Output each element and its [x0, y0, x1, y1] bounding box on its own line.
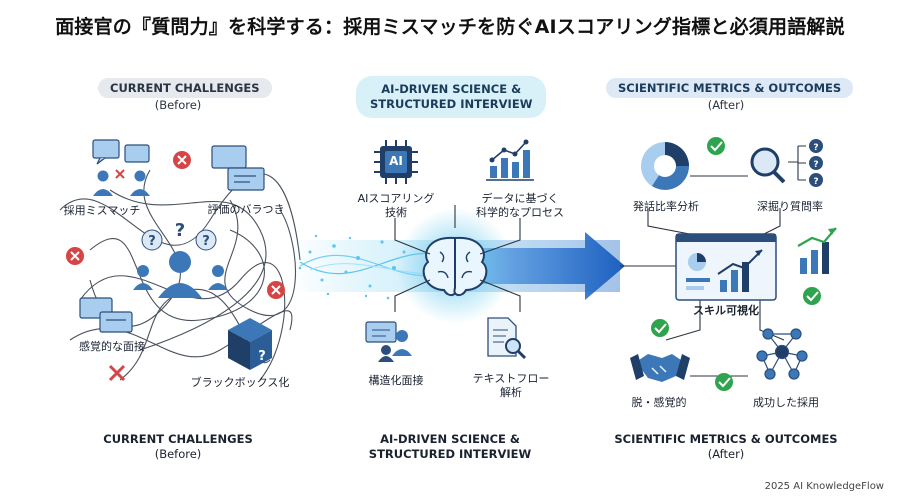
label-ai-scoring: AIスコアリング 技術	[346, 192, 446, 220]
left-column-header: CURRENT CHALLENGES	[98, 78, 272, 98]
label-textflow-line2: 解析	[500, 386, 522, 399]
label-ai-scoring-line2: 技術	[385, 206, 407, 219]
svg-text:?: ?	[813, 177, 818, 187]
people-network-icon	[756, 328, 808, 380]
label-variance: 評価のバラつき	[207, 203, 285, 216]
left-column-sub: (Before)	[154, 98, 202, 112]
footer-right-line1: SCIENTIFIC METRICS & OUTCOMES	[614, 432, 838, 446]
ai-chip-label: AI	[389, 154, 403, 168]
sensory-chat-icon	[79, 297, 133, 333]
label-success-hire: 成功した採用	[753, 396, 819, 409]
document-search-icon	[487, 317, 527, 360]
label-data-process: データに基づく 科学的なプロセス	[462, 192, 578, 220]
brain-icon	[422, 236, 488, 296]
credit-text: 2025 AI KnowledgeFlow	[764, 481, 884, 492]
footer-right-line2: (After)	[707, 447, 745, 461]
confused-person-icon: ? ? ?	[133, 220, 228, 298]
growth-bars-icon	[797, 227, 837, 274]
footer-right: SCIENTIFIC METRICS & OUTCOMES (After)	[606, 432, 846, 462]
donut-chart-icon	[641, 142, 689, 190]
svg-text:?: ?	[175, 220, 185, 241]
label-textflow-line1: テキストフロー	[472, 372, 550, 385]
svg-text:?: ?	[813, 143, 818, 153]
footer-left: CURRENT CHALLENGES (Before)	[78, 432, 278, 462]
label-data-process-line1: データに基づく	[481, 192, 559, 205]
dashboard-monitor-icon	[675, 233, 777, 301]
label-mismatch: 採用ミスマッチ	[63, 204, 141, 217]
people-mismatch-icon	[93, 169, 150, 196]
red-x-icons	[66, 151, 285, 382]
label-speech-ratio: 発話比率分析	[633, 200, 699, 213]
handshake-icon	[630, 354, 690, 382]
center-header-line2: STRUCTURED INTERVIEW	[370, 97, 533, 111]
page-title: 面接官の『質問力』を科学する：採用ミスマッチを防ぐAIスコアリング指標と必須用語…	[55, 16, 845, 38]
svg-text:?: ?	[202, 234, 210, 249]
footer-left-line1: CURRENT CHALLENGES	[103, 432, 253, 446]
footer-center: AI-DRIVEN SCIENCE & STRUCTURED INTERVIEW	[350, 432, 550, 462]
right-column-header: SCIENTIFIC METRICS & OUTCOMES	[606, 78, 854, 98]
label-ai-scoring-line1: AIスコアリング	[357, 192, 435, 205]
structured-interview-icon	[365, 321, 412, 362]
center-column-header: AI-DRIVEN SCIENCE & STRUCTURED INTERVIEW	[356, 76, 547, 118]
black-box-icon: ?	[228, 318, 272, 370]
ai-chip-icon	[374, 140, 418, 184]
svg-text:?: ?	[258, 349, 266, 364]
right-connectors	[620, 175, 785, 377]
green-check-icons	[651, 137, 821, 391]
label-blackbox: ブラックボックス化	[190, 376, 290, 389]
chat-bubble-icon	[92, 139, 150, 165]
center-connectors	[394, 205, 521, 312]
label-de-sensory: 脱・感覚的	[631, 396, 687, 409]
label-sensory: 感覚的な面接	[79, 340, 145, 353]
magnifier-branch-icon: ? ? ?	[750, 139, 823, 187]
bar-chart-icon	[486, 139, 534, 181]
label-skill-visual: スキル可視化	[693, 304, 759, 317]
right-column-sub: (After)	[707, 98, 745, 112]
svg-text:?: ?	[813, 160, 818, 170]
footer-center-line2: STRUCTURED INTERVIEW	[368, 447, 532, 461]
footer-left-line2: (Before)	[154, 447, 202, 461]
footer-center-line1: AI-DRIVEN SCIENCE &	[380, 432, 520, 446]
svg-text:?: ?	[148, 234, 156, 249]
label-structured-interview: 構造化面接	[368, 374, 424, 387]
label-data-process-line2: 科学的なプロセス	[476, 206, 564, 219]
label-textflow: テキストフロー 解析	[456, 372, 566, 400]
label-deep-question: 深掘り質問率	[757, 200, 823, 213]
center-header-line1: AI-DRIVEN SCIENCE &	[381, 82, 522, 96]
chat-bubble-variance-icon	[211, 145, 265, 191]
